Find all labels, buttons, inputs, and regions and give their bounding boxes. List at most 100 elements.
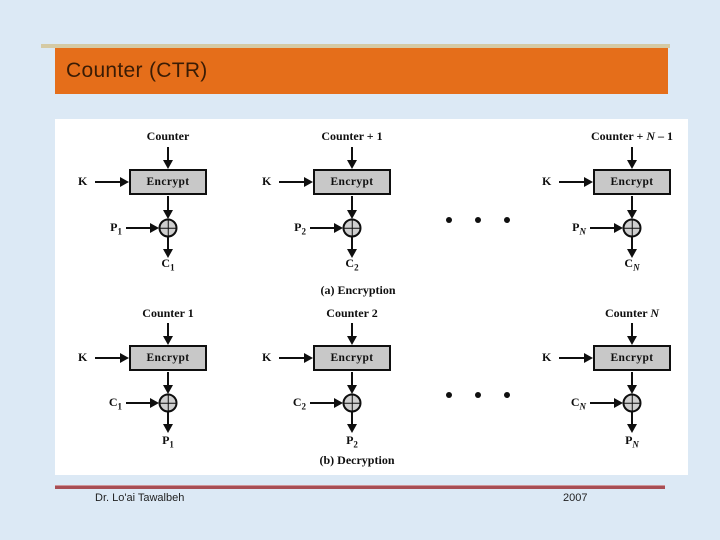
encryption-caption: (a) Encryption [320,283,396,297]
dec-col1-counter-label: Counter 1 [142,306,194,320]
xor-icon [342,218,362,238]
arrow-down-icon [627,160,637,169]
enc-col2-key-label: K [262,174,272,188]
connector-line [351,147,353,161]
arrow-right-icon [120,177,129,187]
connector-line [631,196,633,211]
connector-line [351,196,353,211]
enc-col1-counter-label: Counter [146,129,190,143]
dec-col3-ciphertext-label: CN [570,395,586,412]
connector-line [351,323,353,337]
enc-col1-key-label: K [78,174,88,188]
arrow-right-icon [150,223,159,233]
enc-col2-encrypt-box: Encrypt [313,169,391,195]
arrow-down-icon [163,424,173,433]
arrow-right-icon [120,353,129,363]
page-title: Counter (CTR) [66,59,208,82]
connector-line [279,181,304,183]
arrow-down-icon [347,385,357,394]
dec-col2-counter-label: Counter 2 [326,306,378,320]
arrow-down-icon [627,385,637,394]
arrow-down-icon [347,424,357,433]
arrow-down-icon [627,210,637,219]
enc-col2-counter-label: Counter + 1 [321,129,383,143]
footer-year: 2007 [563,492,588,504]
dec-col2-key-label: K [262,350,272,364]
connector-line [310,402,334,404]
arrow-down-icon [347,336,357,345]
connector-line [126,402,150,404]
connector-line [126,227,150,229]
arrow-down-icon [627,249,637,258]
arrow-down-icon [163,210,173,219]
arrow-right-icon [150,398,159,408]
xor-icon [342,393,362,413]
arrow-right-icon [304,177,313,187]
dec-col1-plaintext-label: P1 [162,433,174,450]
enc-col1-encrypt-box: Encrypt [129,169,207,195]
connector-line [351,372,353,386]
enc-col2-plaintext-label: P2 [294,220,306,237]
connector-line [631,323,633,337]
enc-col3-counter-label: Counter + N – 1 [591,129,673,143]
ellipsis-dot [475,392,481,398]
xor-icon [158,218,178,238]
arrow-right-icon [334,223,343,233]
enc-col3-key-label: K [542,174,552,188]
connector-line [351,412,353,425]
dec-col1-encrypt-box: Encrypt [129,345,207,371]
arrow-down-icon [347,160,357,169]
dec-col1-ciphertext-label: C1 [108,395,122,412]
xor-icon [622,218,642,238]
connector-line [631,147,633,161]
dec-col3-plaintext-label: PN [625,433,639,450]
header-accent-strip [41,44,670,48]
connector-line [559,181,584,183]
arrow-down-icon [627,424,637,433]
arrow-down-icon [627,336,637,345]
connector-line [310,227,334,229]
dec-col1-key-label: K [78,350,88,364]
connector-line [167,372,169,386]
ellipsis-dot [504,392,510,398]
arrow-down-icon [347,210,357,219]
enc-col2-ciphertext-label: C2 [345,256,359,273]
connector-line [167,147,169,161]
connector-line [167,237,169,250]
connector-line [590,402,614,404]
ellipsis-dot [475,217,481,223]
arrow-right-icon [304,353,313,363]
ellipsis-dot [446,392,452,398]
connector-line [631,372,633,386]
connector-line [167,196,169,211]
footer-divider [55,485,665,489]
title-bar: Counter (CTR) [55,48,668,94]
arrow-right-icon [614,223,623,233]
arrow-right-icon [584,353,593,363]
arrow-right-icon [614,398,623,408]
connector-line [559,357,584,359]
enc-col3-encrypt-box: Encrypt [593,169,671,195]
connector-line [279,357,304,359]
ellipsis-dot [446,217,452,223]
dec-col3-key-label: K [542,350,552,364]
arrow-right-icon [334,398,343,408]
enc-col3-ciphertext-label: CN [624,256,640,273]
connector-line [167,323,169,337]
arrow-down-icon [163,160,173,169]
arrow-down-icon [163,385,173,394]
dec-col2-plaintext-label: P2 [346,433,358,450]
arrow-down-icon [163,336,173,345]
arrow-right-icon [584,177,593,187]
connector-line [95,357,120,359]
footer-author: Dr. Lo'ai Tawalbeh [95,492,185,504]
enc-col1-ciphertext-label: C1 [161,256,175,273]
enc-col3-plaintext-label: PN [572,220,586,237]
arrow-down-icon [347,249,357,258]
dec-col3-counter-label: Counter N [604,306,660,320]
enc-col1-plaintext-label: P1 [110,220,122,237]
xor-icon [622,393,642,413]
dec-col2-encrypt-box: Encrypt [313,345,391,371]
arrow-down-icon [163,249,173,258]
